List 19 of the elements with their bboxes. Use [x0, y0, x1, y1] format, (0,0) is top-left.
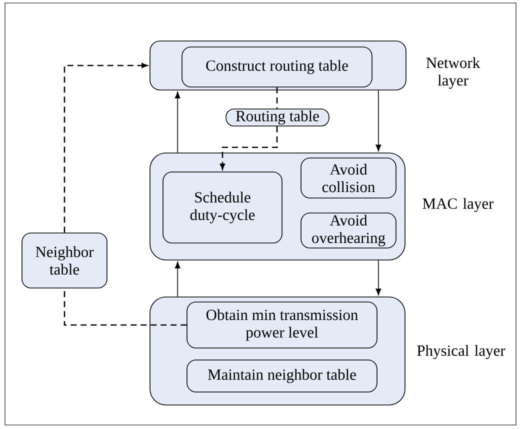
- layer-label: Physical layer: [417, 344, 506, 360]
- process-box: Avoid overhearing: [300, 212, 396, 248]
- process-box: Obtain min transmission power level: [186, 302, 378, 348]
- data-pill: Routing table: [226, 108, 330, 126]
- process-box: Construct routing table: [182, 46, 372, 88]
- dashed-arrow: [64, 62, 148, 233]
- arrow: [174, 262, 180, 297]
- process-box: Schedule duty-cycle: [162, 172, 282, 244]
- process-box: Avoid collision: [300, 158, 396, 198]
- layer-label: Network layer: [426, 57, 480, 89]
- dashed-line: [276, 87, 278, 109]
- arrow: [376, 90, 382, 152]
- dashed-arrow: [220, 126, 278, 170]
- arrow: [174, 92, 180, 153]
- layer-label: MAC layer: [422, 198, 494, 212]
- process-box: Neighbor table: [22, 232, 108, 288]
- process-box: Maintain neighbor table: [186, 360, 378, 392]
- arrow: [376, 260, 382, 296]
- dashed-line: [64, 288, 187, 326]
